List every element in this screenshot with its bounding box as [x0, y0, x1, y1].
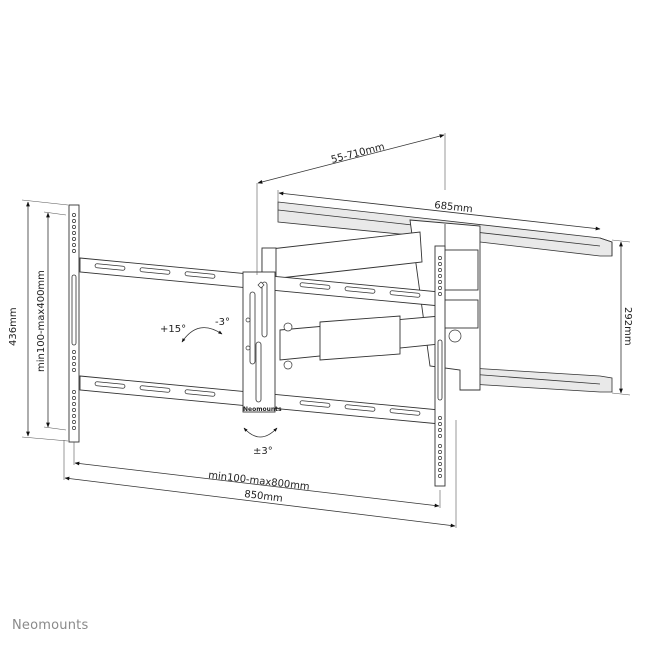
tilt-up-label: +15°	[160, 324, 186, 335]
rotation-indicator: ±3°	[243, 427, 278, 457]
dimension-plate-width: 685mm	[277, 190, 601, 231]
articulating-arms	[261, 231, 462, 370]
right-vertical-rail	[434, 245, 446, 487]
center-tilt-bracket: Neomounts	[242, 271, 282, 413]
dim-plate-height-label: 292mm	[622, 307, 633, 346]
rail-holes-top	[72, 213, 76, 253]
dim-vesa-vertical-label: min100-max400mm	[36, 270, 47, 372]
dimension-vesa-vertical: min100-max400mm	[36, 211, 67, 431]
rail-holes-mid	[72, 350, 76, 372]
dim-total-height-label: 436mm	[8, 307, 19, 346]
rotation-label: ±3°	[253, 446, 273, 457]
dim-extension-label: 55-710mm	[330, 142, 386, 166]
tilt-down-label: -3°	[215, 317, 230, 328]
bracket-brand-label: Neomounts	[243, 406, 282, 413]
dim-total-width-label: 850mm	[244, 489, 284, 505]
tilt-indicator: +15° -3°	[160, 317, 230, 343]
dimension-total-width: 850mm	[63, 420, 457, 528]
dimension-total-height: 436mm	[8, 199, 69, 442]
dimension-plate-height: 292mm	[611, 239, 633, 396]
dim-plate-width-label: 685mm	[434, 200, 474, 215]
dim-vesa-horizontal-label: min100-max800mm	[208, 470, 311, 493]
left-vertical-rail	[68, 204, 80, 443]
rail-holes-bottom	[72, 390, 76, 430]
brand-logo-text: Neomounts	[12, 618, 89, 633]
